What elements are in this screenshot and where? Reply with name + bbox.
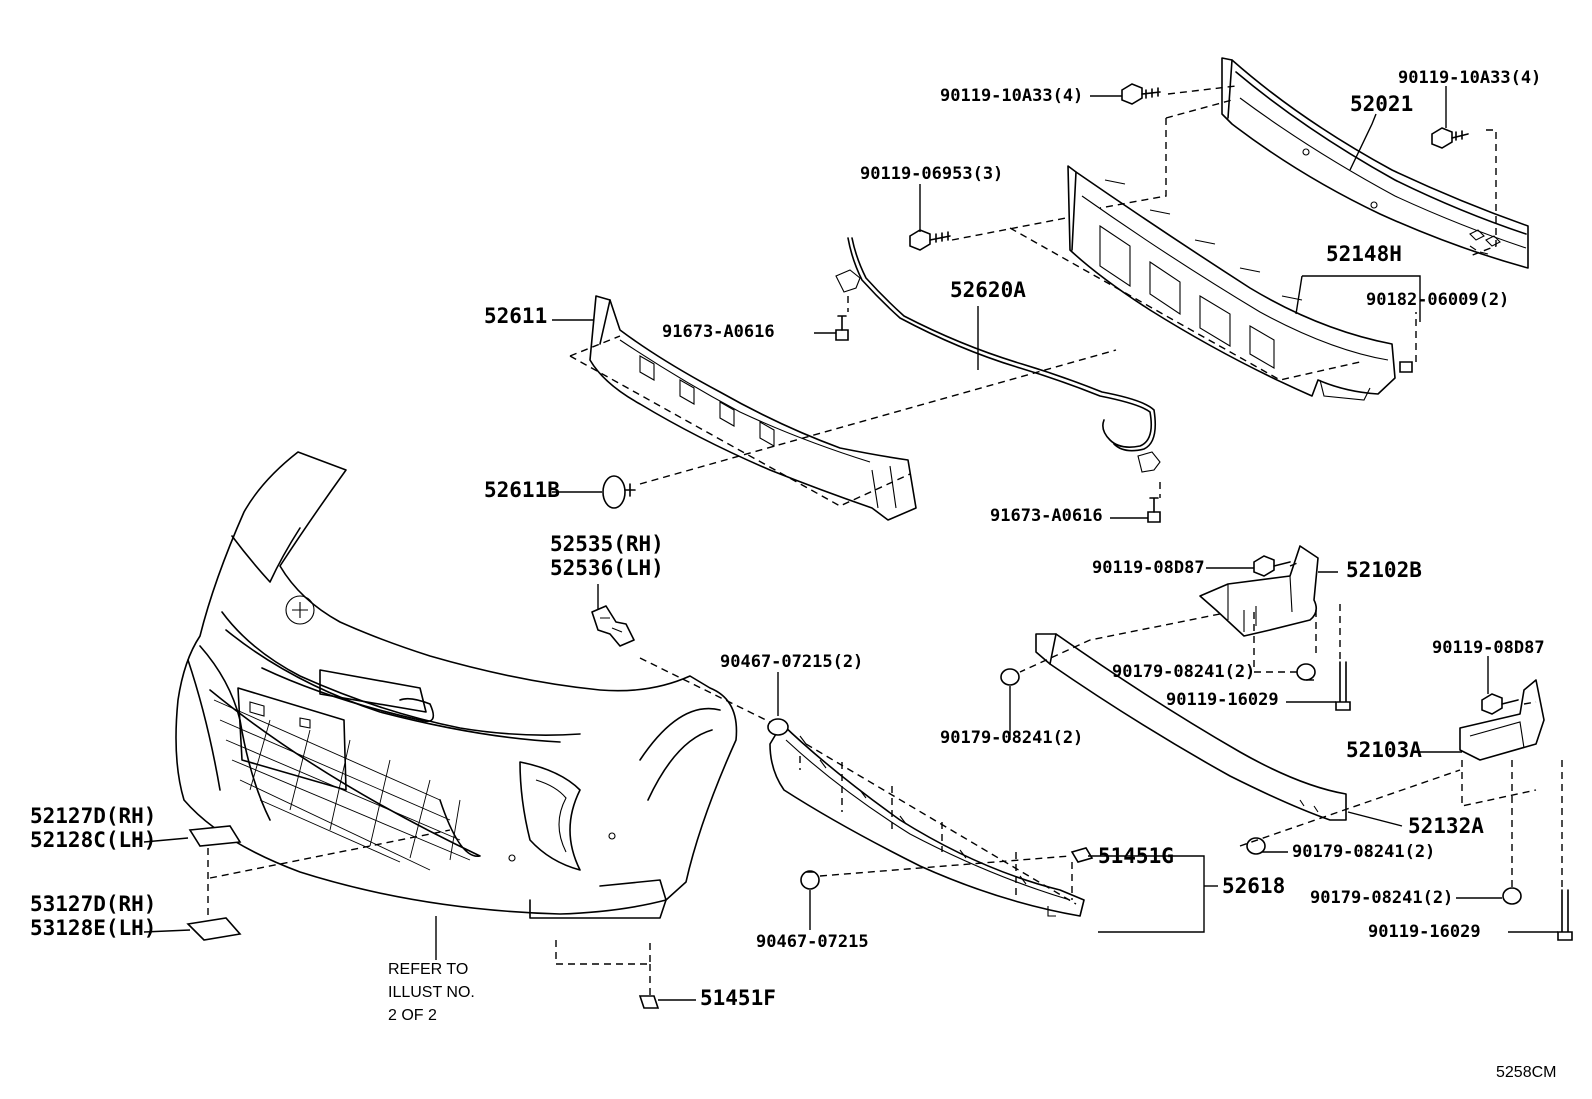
- callout-90179-08241-d: 90179-08241(2): [1310, 888, 1454, 908]
- callout-52611b: 52611B: [484, 478, 560, 502]
- callout-52132a: 52132A: [1408, 814, 1484, 838]
- callout-91673-a0616-upper: 91673-A0616: [662, 322, 775, 342]
- callout-52102b: 52102B: [1346, 558, 1422, 582]
- callout-52620a: 52620A: [950, 278, 1026, 302]
- callout-52611: 52611: [484, 304, 548, 328]
- callout-91673-a0616-lower: 91673-A0616: [990, 506, 1103, 526]
- callout-90119-10a33-left: 90119-10A33(4): [940, 86, 1084, 106]
- bumper-reinforcement-52021: [1221, 57, 1529, 269]
- callout-90179-08241-a: 90179-08241(2): [1112, 662, 1256, 682]
- lower-reinforcement-52132a: [1035, 633, 1347, 821]
- callout-90119-16029-upper: 90119-16029: [1166, 690, 1279, 710]
- callout-90119-08d87-upper: 90119-08D87: [1092, 558, 1205, 578]
- assembly-dashed-lines: [207, 85, 1563, 998]
- reference-note-line-1: REFER TO: [388, 961, 469, 978]
- callout-52128c-lh: 52128C(LH): [30, 828, 157, 852]
- callout-52103a: 52103A: [1346, 738, 1422, 762]
- callout-52148h: 52148H: [1326, 242, 1402, 266]
- front-bumper-cover: [175, 451, 738, 919]
- callout-90467-07215-2: 90467-07215(2): [720, 652, 864, 672]
- callout-52618: 52618: [1222, 874, 1286, 898]
- clip-52535: [591, 605, 635, 647]
- reference-note-line-2: ILLUST NO.: [388, 984, 475, 1001]
- callout-51451g: 51451G: [1098, 844, 1174, 868]
- callout-51451f: 51451F: [700, 986, 776, 1010]
- callout-53127d-rh: 53127D(RH): [30, 892, 157, 916]
- reference-note-line-3: 2 OF 2: [388, 1007, 437, 1024]
- callout-52535-rh: 52535(RH): [550, 532, 664, 556]
- callout-52127d-rh: 52127D(RH): [30, 804, 157, 828]
- reference-note: REFER TO ILLUST NO. 2 OF 2: [388, 958, 475, 1027]
- illustration-code: 5258CM: [1496, 1064, 1557, 1081]
- bracket-52103a: [1459, 679, 1545, 761]
- callout-52021: 52021: [1350, 92, 1414, 116]
- callout-90179-08241-b: 90179-08241(2): [940, 728, 1084, 748]
- bracket-52102b: [1199, 545, 1319, 637]
- callout-90119-08d87-right: 90119-08D87: [1432, 638, 1545, 658]
- leader-lines: [143, 86, 1558, 1001]
- callout-90119-06953: 90119-06953(3): [860, 164, 1004, 184]
- callout-90119-16029-lower: 90119-16029: [1368, 922, 1481, 942]
- cap-52611b: [602, 475, 636, 509]
- callout-53128e-lh: 53128E(LH): [30, 916, 157, 940]
- fasteners: [186, 83, 1573, 1009]
- callout-90119-10a33-right: 90119-10A33(4): [1398, 68, 1542, 88]
- wire-harness-52620a: [835, 237, 1161, 473]
- spoiler-52618: [769, 723, 1085, 917]
- callout-90467-07215: 90467-07215: [756, 932, 869, 952]
- callout-52536-lh: 52536(LH): [550, 556, 664, 580]
- callout-90182-06009: 90182-06009(2): [1366, 290, 1510, 310]
- callout-90179-08241-c: 90179-08241(2): [1292, 842, 1436, 862]
- retainer-52611: [589, 295, 917, 521]
- energy-absorber-52148h: [1067, 165, 1396, 401]
